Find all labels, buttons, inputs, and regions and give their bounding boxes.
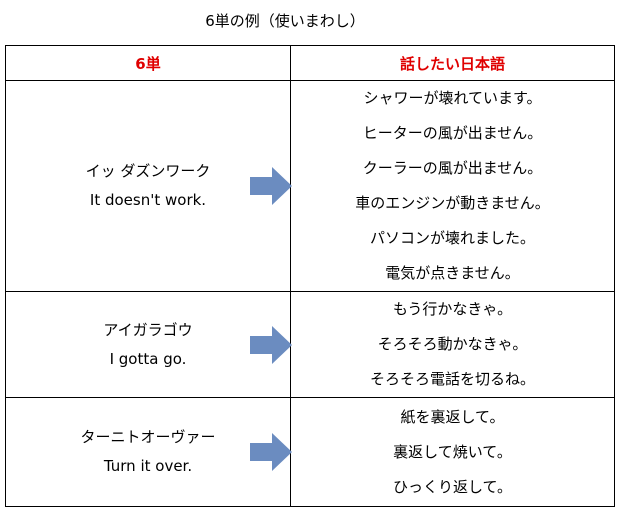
japanese-sentence: ヒーターの風が出ません。 — [362, 124, 543, 142]
japanese-sentence: 電気が点きません。 — [385, 264, 520, 282]
table-header-row: 6単 話したい日本語 — [5, 45, 615, 81]
page-title: 6単の例（使いまわし） — [205, 12, 365, 30]
japanese-sentence: もう行かなきゃ。 — [392, 300, 513, 318]
phrase-cell: イッ ダズンワーク It doesn't work. — [5, 80, 292, 292]
sentence-cell: もう行かなきゃ。 そろそろ動かなきゃ。 そろそろ電話を切るね。 — [290, 291, 615, 398]
japanese-sentence: クーラーの風が出ません。 — [362, 159, 543, 177]
english-phrase: I gotta go. — [109, 349, 187, 368]
sentence-cell: 紙を裏返して。 裏返して焼いて。 ひっくり返して。 — [290, 397, 615, 507]
japanese-sentence: ひっくり返して。 — [392, 477, 513, 496]
table-row: イッ ダズンワーク It doesn't work. シャワーが壊れています。 … — [5, 80, 615, 292]
japanese-sentence: そろそろ動かなきゃ。 — [377, 335, 528, 353]
header-6tan: 6単 — [5, 45, 291, 81]
english-phrase: Turn it over. — [103, 457, 193, 475]
table-row: アイガラゴウ I gotta go. もう行かなきゃ。 そろそろ動かなきゃ。 そ… — [5, 291, 615, 398]
japanese-sentence: そろそろ電話を切るね。 — [369, 370, 535, 388]
japanese-sentence: 車のエンジンが動きません。 — [355, 194, 550, 212]
sentence-cell: シャワーが壊れています。 ヒーターの風が出ません。 クーラーの風が出ません。 車… — [290, 80, 615, 292]
phrase-cell: ターニトオーヴァー Turn it over. — [5, 397, 292, 507]
japanese-sentence: パソコンが壊れました。 — [369, 229, 535, 247]
right-arrow-icon — [250, 433, 292, 471]
katakana-reading: アイガラゴウ — [103, 320, 193, 339]
header-japanese: 話したい日本語 — [290, 45, 615, 81]
table-row: ターニトオーヴァー Turn it over. 紙を裏返して。 裏返して焼いて。… — [5, 397, 615, 507]
japanese-sentence: 裏返して焼いて。 — [393, 442, 512, 461]
japanese-sentence: 紙を裏返して。 — [400, 407, 505, 426]
katakana-reading: イッ ダズンワーク — [85, 162, 211, 180]
phrase-table: 6単 話したい日本語 イッ ダズンワーク It doesn't work. シャ… — [5, 45, 615, 507]
right-arrow-icon — [250, 325, 292, 364]
katakana-reading: ターニトオーヴァー — [80, 428, 216, 446]
japanese-sentence: シャワーが壊れています。 — [363, 89, 542, 107]
phrase-cell: アイガラゴウ I gotta go. — [5, 291, 292, 398]
english-phrase: It doesn't work. — [89, 191, 207, 209]
right-arrow-icon — [250, 167, 292, 205]
